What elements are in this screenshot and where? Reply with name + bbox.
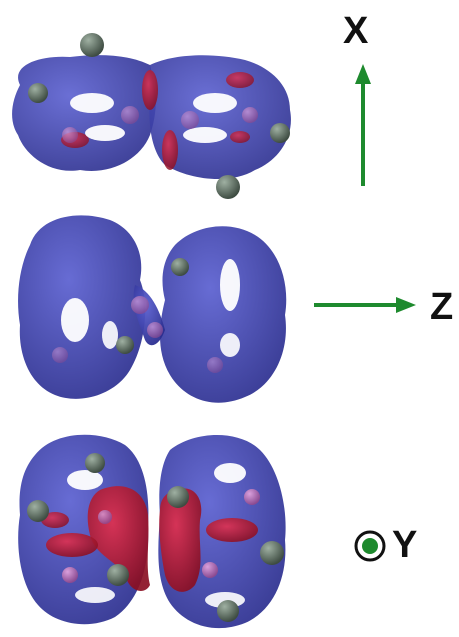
mid-atoms	[52, 258, 223, 373]
out-of-plane-dot-icon	[354, 530, 386, 562]
mid-blue-lobe-right	[160, 226, 287, 403]
mid-holes	[61, 259, 240, 357]
isosurface-view-middle	[0, 205, 310, 420]
isosurface-bottom-svg	[18, 434, 286, 629]
top-blue-lobe-right	[149, 55, 291, 180]
axis-label-z: Z	[430, 286, 454, 328]
bot-atoms	[27, 453, 284, 622]
isosurface-view-top	[0, 25, 310, 210]
isosurface-middle-svg	[18, 215, 287, 403]
axis-label-y: Y	[392, 524, 418, 566]
top-holes	[70, 93, 237, 143]
isosurface-view-bottom	[0, 425, 310, 637]
isosurface-top-svg	[12, 33, 291, 199]
arrow-up-icon	[355, 64, 371, 186]
top-blue-lobe-left	[12, 55, 156, 171]
top-atoms	[28, 33, 290, 199]
arrow-right-icon	[314, 297, 416, 313]
axis-label-x: X	[343, 10, 369, 52]
